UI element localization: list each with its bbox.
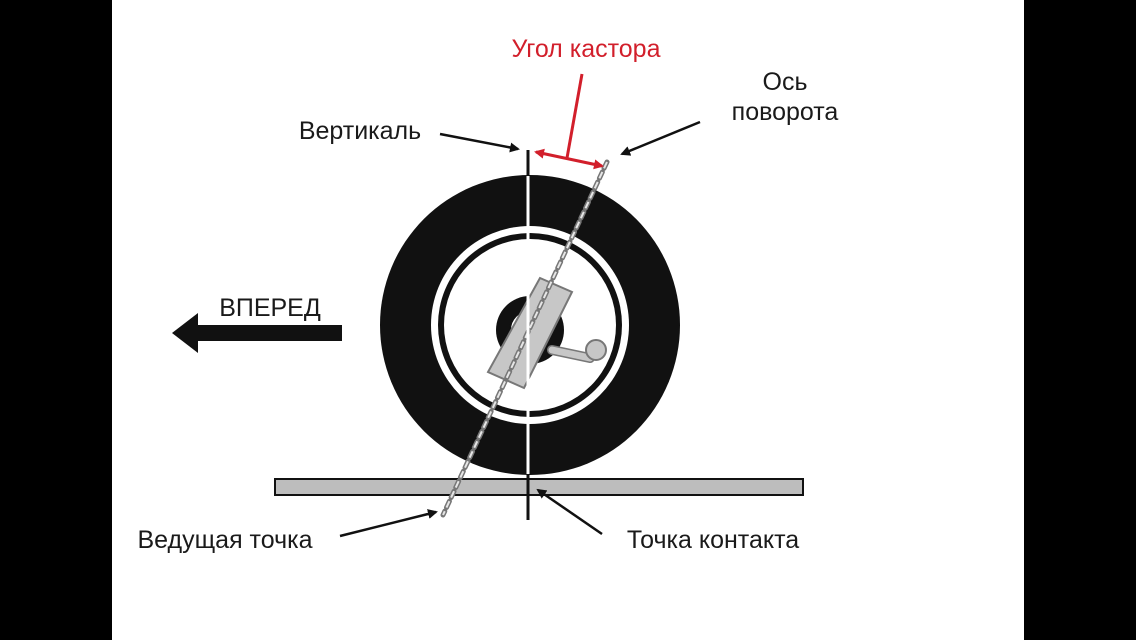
steering-axis-pointer-arrow — [620, 120, 701, 156]
lead-point-label: Ведущая точка — [137, 526, 312, 554]
steering-axis-label-line2: поворота — [732, 98, 839, 126]
contact-point-pointer-arrow — [536, 488, 603, 536]
vertical-pointer-arrow — [439, 132, 520, 153]
forward-label: ВПЕРЕД — [219, 294, 321, 322]
caster-angle-marker — [534, 73, 604, 170]
forward-arrow — [172, 313, 342, 353]
caster-angle-label: Угол кастора — [512, 35, 661, 63]
contact-point-label: Точка контакта — [627, 526, 799, 554]
ground-plate — [274, 478, 804, 496]
lead-point-pointer-arrow — [339, 509, 438, 538]
steering-axis-label-line1: Ось — [763, 68, 808, 96]
vertical-label: Вертикаль — [299, 117, 421, 145]
